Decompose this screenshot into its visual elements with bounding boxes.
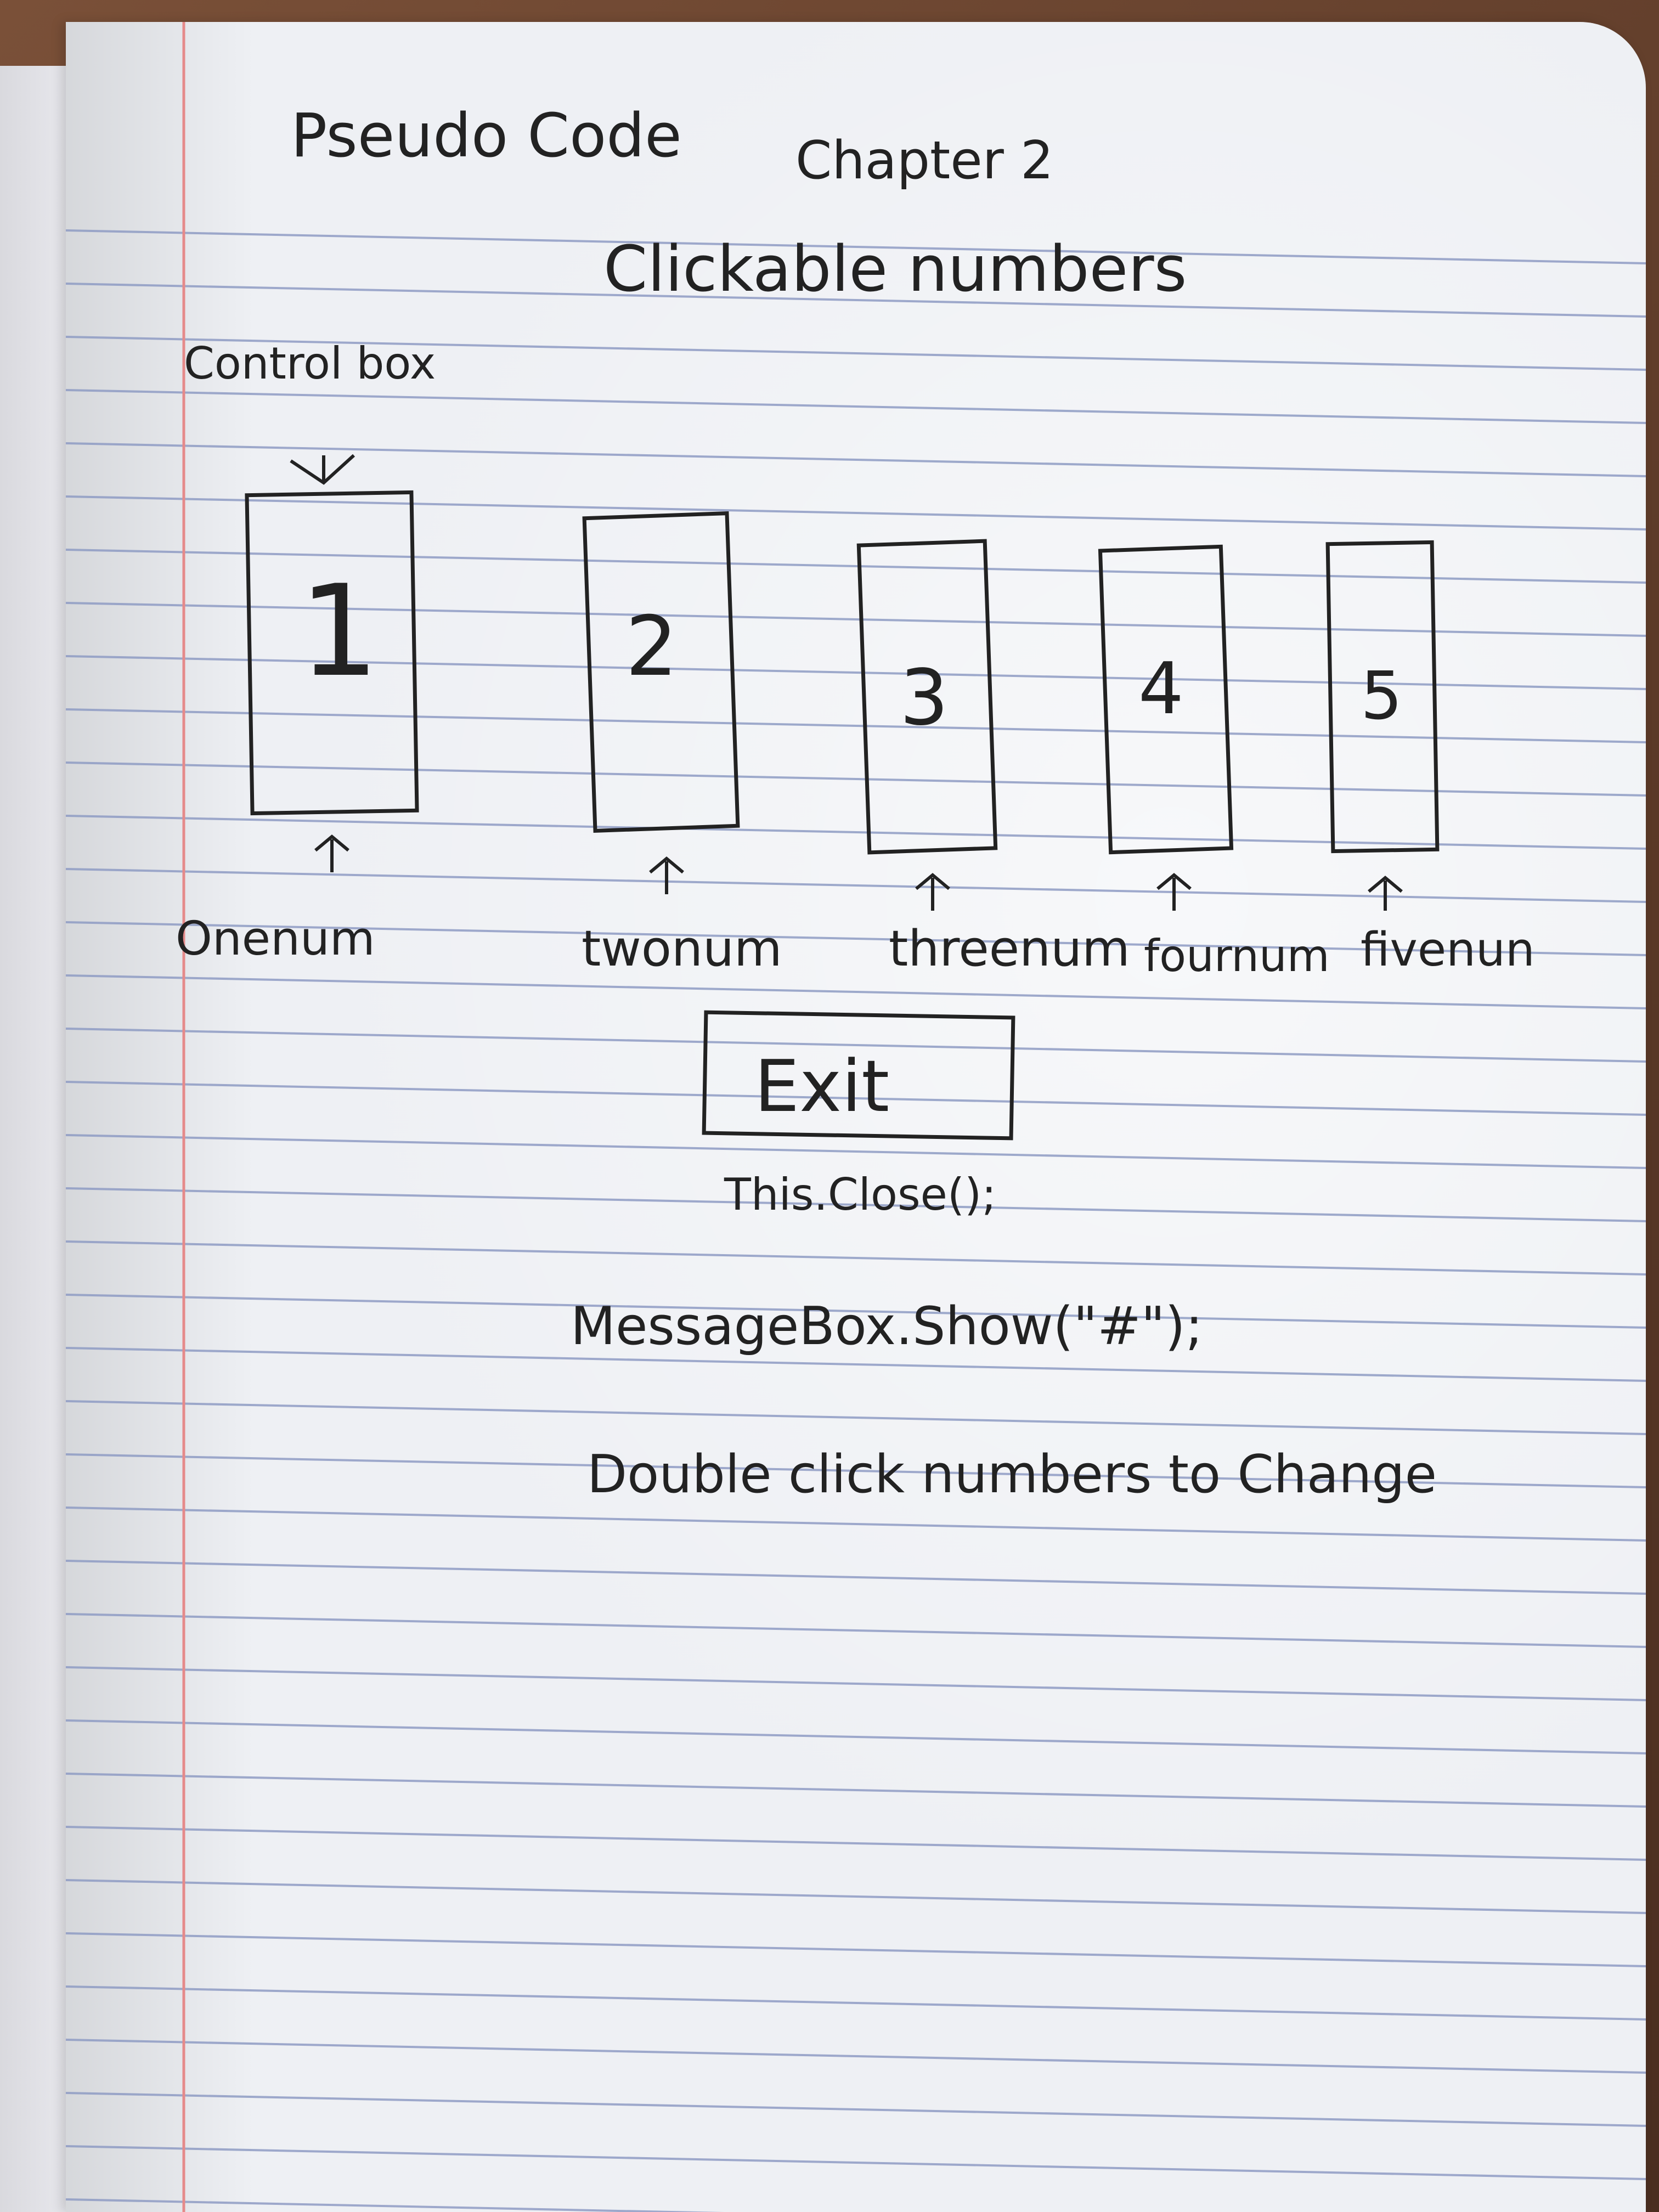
ruled-line xyxy=(66,1985,1646,2021)
ruled-line xyxy=(66,1719,1646,1754)
ruled-line xyxy=(66,868,1646,903)
exit-code-text: This.Close(); xyxy=(724,1169,996,1220)
ruled-line xyxy=(66,1134,1646,1169)
ruled-line xyxy=(66,974,1646,1009)
ruled-line xyxy=(66,1400,1646,1435)
ruled-line xyxy=(66,921,1646,956)
label-threenum: threenum xyxy=(889,920,1130,978)
number-box-1: 1 xyxy=(245,490,419,816)
number-1-text: 1 xyxy=(299,558,379,705)
ruled-line xyxy=(66,1560,1646,1595)
number-2-text: 2 xyxy=(625,599,678,695)
ruled-line xyxy=(66,2092,1646,2127)
ruled-line xyxy=(66,1028,1646,1063)
number-box-5: 5 xyxy=(1325,540,1440,854)
ruled-line xyxy=(66,336,1646,371)
notebook-page: Pseudo Code Chapter 2 Clickable numbers … xyxy=(66,22,1646,2212)
ruled-line xyxy=(66,815,1646,850)
number-box-3: 3 xyxy=(856,539,998,855)
ruled-line xyxy=(66,655,1646,690)
exit-button[interactable]: Exit xyxy=(702,1010,1015,1141)
ruled-line xyxy=(66,442,1646,477)
ruled-lines: Pseudo Code Chapter 2 Clickable numbers … xyxy=(66,22,1646,2212)
double-click-note: Double click numbers to Change xyxy=(587,1444,1437,1505)
ruled-line xyxy=(66,229,1646,264)
ruled-line xyxy=(66,2145,1646,2180)
ruled-line xyxy=(66,495,1646,531)
ruled-line xyxy=(66,1932,1646,1967)
ruled-line xyxy=(66,1666,1646,1701)
ruled-line xyxy=(66,1187,1646,1222)
control-box-arrow xyxy=(290,454,356,485)
ruled-line xyxy=(66,1773,1646,1808)
number-box-4: 4 xyxy=(1098,544,1234,855)
ruled-line xyxy=(66,1613,1646,1648)
ruled-line xyxy=(66,2198,725,2212)
exit-button-label: Exit xyxy=(754,1045,889,1128)
chapter-text: Chapter 2 xyxy=(795,131,1053,191)
ruled-line xyxy=(66,2039,1646,2074)
number-4-text: 4 xyxy=(1138,647,1184,730)
ruled-line xyxy=(66,1826,1646,1861)
number-3-text: 3 xyxy=(900,653,949,743)
ruled-line xyxy=(66,1081,1646,1116)
label-twonum: twonum xyxy=(582,920,782,978)
ruled-line xyxy=(66,602,1646,637)
label-fivenun: fivenun xyxy=(1361,923,1535,977)
ruled-line xyxy=(66,1294,1646,1329)
ruled-line xyxy=(66,1347,1646,1382)
ruled-line xyxy=(66,1506,1646,1542)
ruled-line xyxy=(66,1453,1646,1488)
messagebox-note: MessageBox.Show("#"); xyxy=(571,1296,1203,1357)
ruled-line xyxy=(66,549,1646,584)
title-text: Pseudo Code xyxy=(291,100,682,171)
subtitle-text: Clickable numbers xyxy=(603,233,1187,306)
label-onenum: Onenum xyxy=(176,912,375,966)
number-box-2: 2 xyxy=(582,511,740,833)
ruled-line xyxy=(66,761,1646,797)
label-fournum: fournum xyxy=(1144,930,1330,981)
control-box-label: Control box xyxy=(184,338,436,389)
number-5-text: 5 xyxy=(1361,658,1402,735)
ruled-line xyxy=(66,389,1646,424)
ruled-line xyxy=(66,1240,1646,1276)
ruled-line xyxy=(66,1879,1646,1914)
ruled-line xyxy=(66,283,1646,318)
label-arrows xyxy=(314,834,1403,911)
ruled-line xyxy=(66,708,1646,743)
